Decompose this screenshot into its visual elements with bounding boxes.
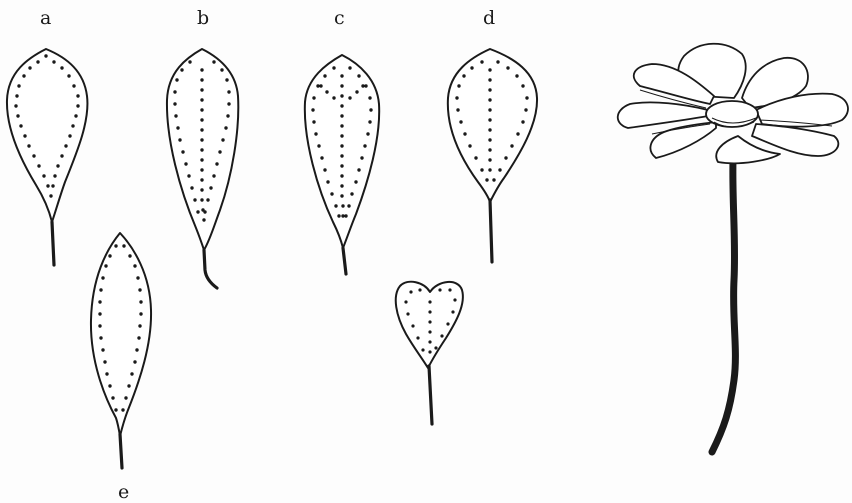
flower	[618, 44, 848, 452]
leaf-heart-stalk	[429, 366, 432, 424]
leaf-heart-outline	[396, 282, 463, 368]
flower-stem	[712, 160, 735, 452]
leaf-a-outline	[7, 49, 88, 222]
leaf-e-outline	[91, 233, 151, 436]
leaf-d-outline	[448, 49, 537, 202]
leaf-c-outline	[305, 55, 379, 248]
leaf-e-stalk	[120, 434, 122, 468]
label-c: c	[334, 7, 345, 29]
label-a: a	[40, 7, 51, 29]
leaf-d-stalk	[490, 200, 492, 262]
label-b: b	[197, 7, 209, 29]
flower-petal	[650, 122, 716, 158]
leaf-d	[448, 49, 537, 262]
label-e: e	[118, 481, 129, 503]
leaf-a	[7, 49, 88, 265]
leaf-e	[91, 233, 151, 468]
leaf-heart	[396, 282, 463, 424]
label-d: d	[483, 7, 495, 29]
leaf-b	[167, 49, 238, 288]
leaf-c-stalk	[343, 248, 346, 274]
leaf-a-stalk	[52, 222, 54, 265]
leaf-b-stalk	[204, 250, 217, 288]
leaf-c	[305, 55, 379, 274]
